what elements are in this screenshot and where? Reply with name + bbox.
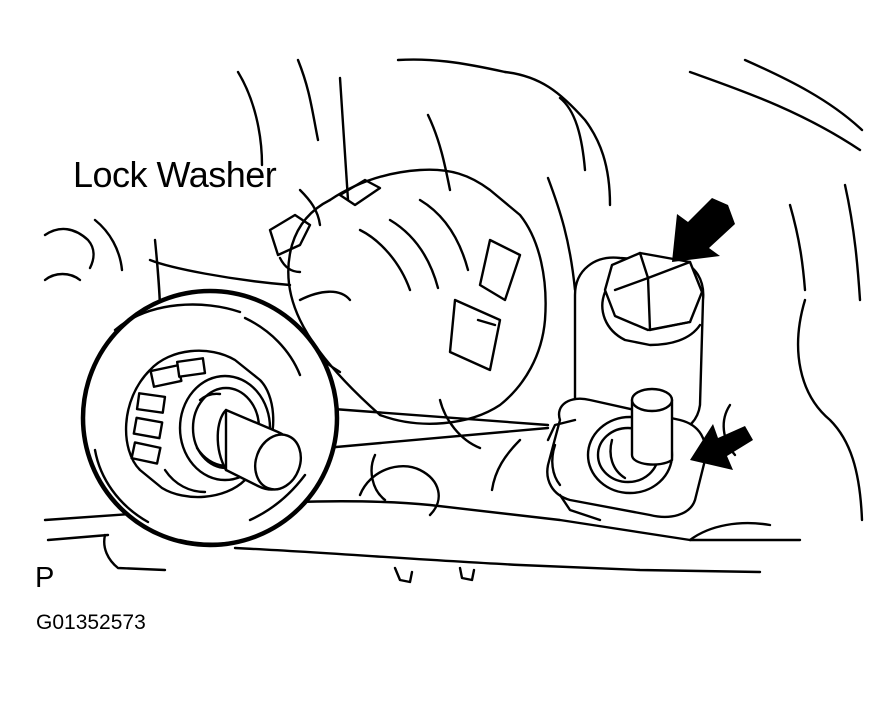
view-letter-label: P bbox=[35, 562, 55, 594]
motor-body bbox=[268, 168, 547, 502]
lower-terminal bbox=[546, 387, 707, 522]
arrow-icon bbox=[690, 424, 753, 470]
arrow-icon bbox=[672, 198, 735, 262]
figure-code-label: G01352573 bbox=[36, 611, 146, 634]
leader-lines bbox=[318, 406, 550, 450]
lock-washer-label: Lock Washer bbox=[73, 154, 277, 195]
housing-outline bbox=[43, 58, 864, 584]
detail-magnifier bbox=[80, 288, 340, 548]
